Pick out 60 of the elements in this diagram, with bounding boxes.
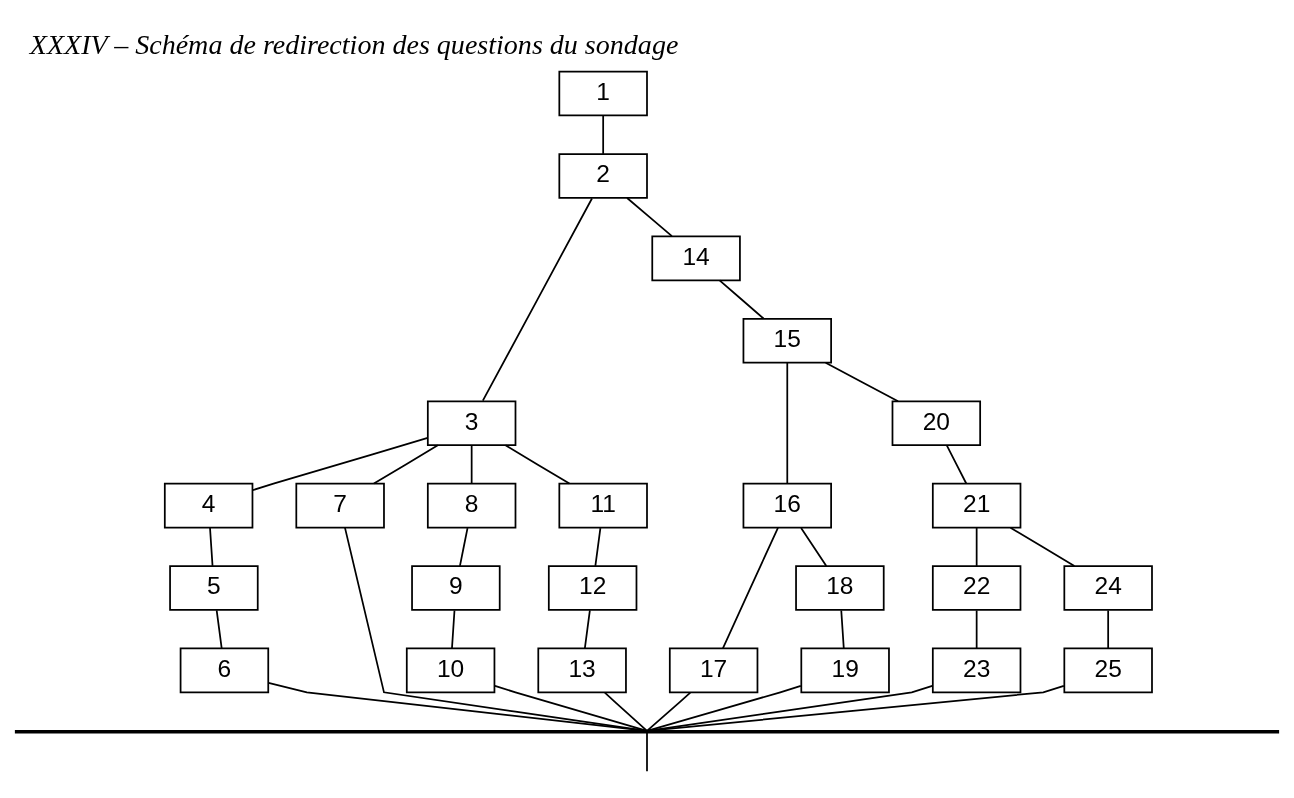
connector bbox=[504, 443, 571, 484]
connector bbox=[646, 731, 648, 772]
node-box: 11 bbox=[558, 482, 648, 528]
node-box: 1 bbox=[558, 70, 648, 116]
node-box: 5 bbox=[169, 564, 259, 611]
node-box: 13 bbox=[537, 647, 627, 693]
node-box: 12 bbox=[547, 564, 638, 611]
node-box: 21 bbox=[931, 482, 1022, 528]
connector bbox=[252, 436, 429, 491]
node-box: 17 bbox=[668, 647, 759, 693]
connector bbox=[824, 361, 899, 402]
node-box: 4 bbox=[163, 482, 254, 528]
node-box: 6 bbox=[179, 647, 270, 693]
connector bbox=[646, 684, 934, 732]
node-box: 7 bbox=[295, 482, 385, 528]
node-bar bbox=[14, 729, 1280, 734]
connector bbox=[840, 609, 845, 649]
connector bbox=[646, 684, 802, 732]
connector bbox=[594, 526, 602, 567]
connector bbox=[786, 361, 789, 484]
connector bbox=[626, 196, 673, 237]
node-box: 2 bbox=[558, 152, 648, 199]
connector bbox=[451, 609, 456, 649]
node-box: 15 bbox=[742, 317, 832, 364]
connector bbox=[603, 691, 648, 732]
node-box: 16 bbox=[742, 482, 832, 528]
connector bbox=[209, 526, 214, 567]
node-box: 24 bbox=[1063, 564, 1153, 611]
connector bbox=[646, 691, 692, 732]
connector bbox=[215, 609, 223, 649]
node-box: 20 bbox=[891, 399, 982, 446]
node-box: 8 bbox=[426, 482, 517, 528]
connector bbox=[344, 526, 648, 732]
node-box: 19 bbox=[800, 647, 890, 693]
node-box: 18 bbox=[795, 564, 885, 611]
connector bbox=[602, 114, 605, 155]
connector bbox=[470, 444, 473, 484]
connector bbox=[975, 609, 978, 649]
node-box: 9 bbox=[411, 564, 501, 611]
node-box: 23 bbox=[931, 647, 1022, 693]
connector bbox=[373, 443, 439, 484]
connector bbox=[975, 526, 978, 567]
node-box: 25 bbox=[1063, 647, 1153, 693]
connector bbox=[494, 684, 648, 732]
node-box: 22 bbox=[931, 564, 1022, 611]
node-box: 3 bbox=[426, 399, 517, 446]
connector bbox=[481, 197, 593, 402]
connector bbox=[946, 444, 968, 484]
node-box: 14 bbox=[651, 235, 741, 281]
connector bbox=[1107, 609, 1110, 649]
node-box: 10 bbox=[405, 647, 496, 693]
connector bbox=[722, 526, 779, 649]
diagram-title: XXXIV – Schéma de redirection des questions du sondage bbox=[29, 28, 679, 60]
connector bbox=[267, 681, 648, 732]
connector bbox=[718, 279, 765, 319]
connector bbox=[800, 526, 828, 567]
connector bbox=[1009, 526, 1076, 567]
connector bbox=[459, 526, 469, 567]
connector bbox=[583, 609, 591, 649]
connector bbox=[646, 684, 1065, 732]
